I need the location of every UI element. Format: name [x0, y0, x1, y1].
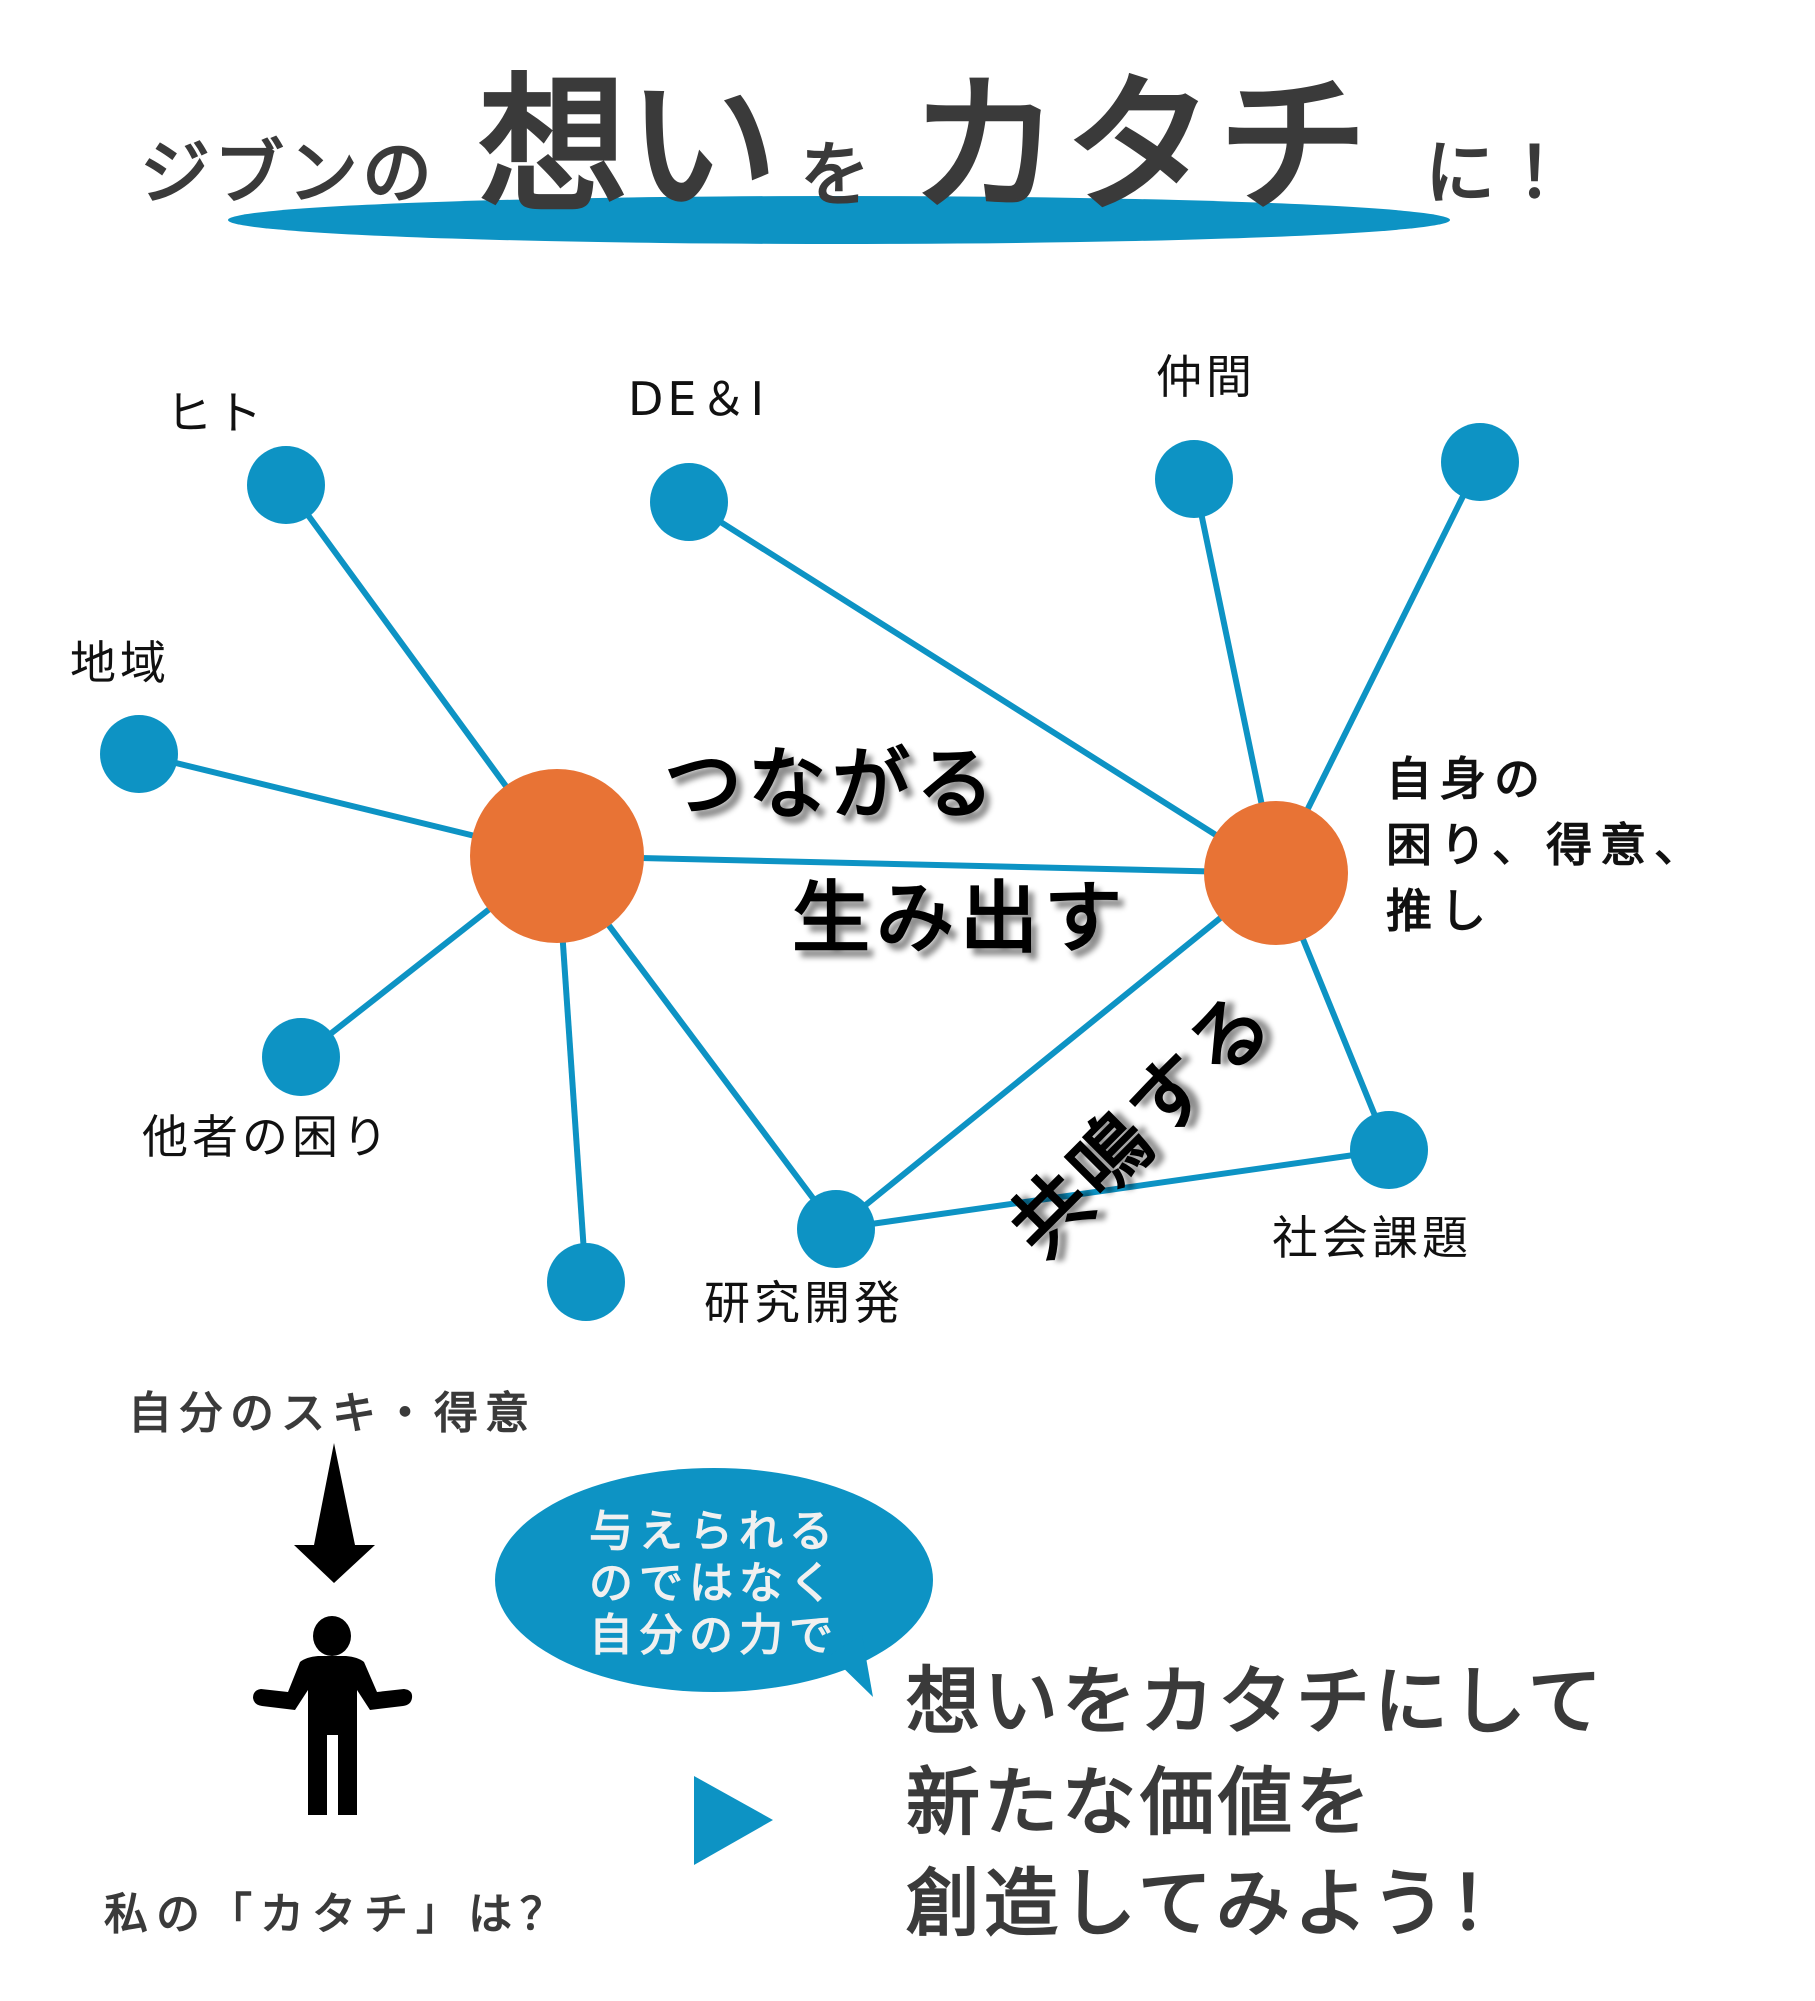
title-part-wo: を: [800, 134, 870, 216]
title-part-katachi: カタチ: [910, 60, 1373, 234]
node-top-right: [1441, 423, 1519, 501]
down-arrow-icon: [294, 1443, 375, 1583]
hub-left: [470, 769, 644, 943]
label-tasha: 他者の困り: [142, 1110, 392, 1164]
node-kenkyu: [797, 1190, 875, 1268]
action-create: 生み出す: [792, 874, 1129, 964]
network-diagram: [100, 423, 1519, 1321]
node-hito: [247, 446, 325, 524]
title-part-jibun: ジブンの: [140, 132, 436, 214]
network-nodes: [100, 423, 1519, 1321]
speech-bubble: [495, 1468, 933, 1697]
edge-kenkyu-shakai: [835, 1147, 1390, 1232]
network-hubs: [470, 769, 1348, 945]
node-bottom: [547, 1243, 625, 1321]
edge-hub-kenkyu2: [834, 870, 1278, 1232]
node-dei: [650, 463, 728, 541]
hub-right: [1204, 801, 1348, 945]
label-hito: ヒト: [166, 386, 266, 440]
edge-hub-topright: [1273, 460, 1483, 875]
play-triangle-icon: [694, 1776, 773, 1865]
node-chiiki: [100, 715, 178, 793]
node-tasha: [262, 1018, 340, 1096]
edge-hub-dei: [687, 499, 1278, 876]
label-hub-right: 自身の 困り、得意、 推し: [1386, 752, 1709, 938]
question-label: 私の「カタチ」は？: [104, 1889, 572, 1940]
cta-message: 想いをカタチにして 新たな価値を 創造してみよう！: [906, 1659, 1606, 1947]
network-edges: [138, 460, 1483, 1283]
label-shakai: 社会課題: [1272, 1211, 1472, 1265]
node-shakai: [1350, 1111, 1428, 1189]
title-underline: [228, 196, 1450, 244]
label-dei: DE＆I: [628, 372, 769, 426]
bubble-text: 与えられる のではなく 自分の力で: [589, 1506, 839, 1661]
title-part-omoi: 想い: [478, 60, 779, 234]
edge-hub-hub: [556, 853, 1277, 876]
person-shrug-icon: [253, 1616, 413, 1815]
title-part-ni: に！: [1425, 132, 1609, 214]
node-nakama: [1155, 440, 1233, 518]
label-kenkyu: 研究開発: [704, 1276, 904, 1330]
strength-label: 自分のスキ・得意: [128, 1388, 536, 1439]
action-connect: つながる: [664, 740, 1001, 830]
label-chiiki: 地域: [70, 636, 170, 690]
label-nakama: 仲間: [1156, 350, 1256, 404]
